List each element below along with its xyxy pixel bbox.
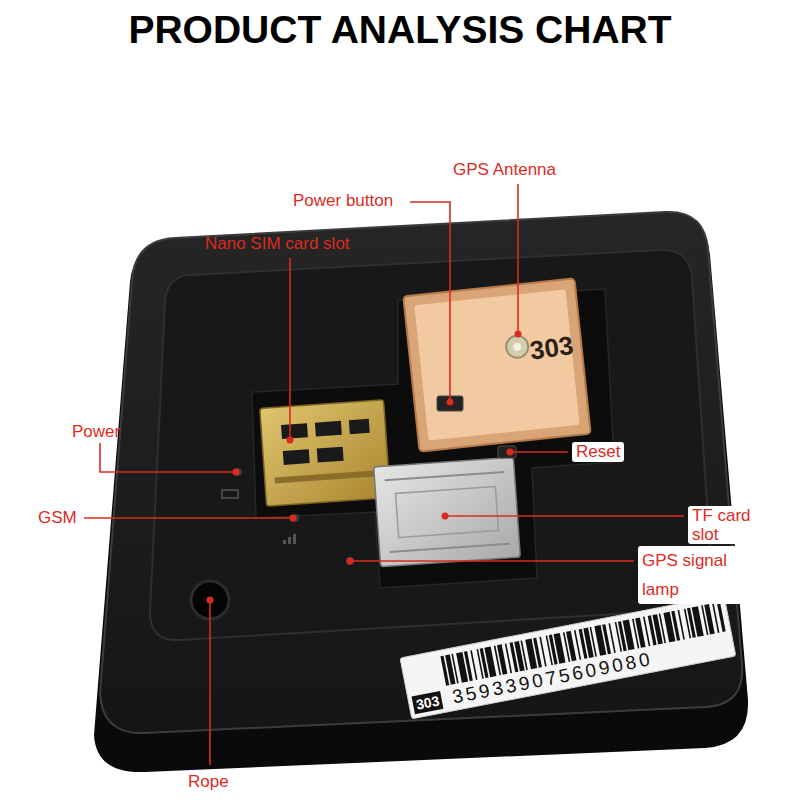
chart-title: PRODUCT ANALYSIS CHART — [0, 8, 800, 52]
barcode-model: 303 — [412, 691, 444, 714]
gps-antenna — [403, 278, 590, 451]
barcode-number: 359339075609080 — [450, 648, 654, 708]
barcode-bar — [445, 654, 455, 684]
antenna-marking: 303 — [528, 330, 575, 367]
barcode-bar — [692, 606, 704, 637]
callout-label: Rope — [188, 772, 229, 792]
callout-label: TF card slot — [688, 506, 782, 544]
callout-label: Reset — [572, 442, 624, 462]
barcode-bar — [678, 610, 685, 640]
barcode-label — [400, 595, 736, 719]
battery-icon — [222, 490, 238, 498]
barcode-bar — [553, 633, 565, 664]
tf-card-slot — [374, 457, 521, 567]
callout-label: GPS signal lamp — [638, 546, 754, 604]
leader-dots — [207, 331, 522, 604]
leader-lines — [84, 184, 684, 765]
barcode-bar — [583, 628, 593, 658]
callout-label: GSM — [38, 508, 77, 528]
callout-label: Nano SIM card slot — [205, 234, 350, 254]
barcode-text: 303 359339075609080 — [400, 595, 736, 719]
barcode-bar — [652, 614, 662, 644]
barcode-bar — [717, 602, 726, 632]
barcode-bar — [470, 650, 477, 680]
device-face — [100, 212, 742, 733]
callout-label: Power — [72, 422, 120, 442]
reset-button — [498, 446, 516, 458]
barcode-bar — [514, 641, 524, 671]
inner-panel — [150, 250, 712, 640]
barcode-bar — [608, 623, 615, 653]
gps-led — [346, 557, 354, 565]
callout-label: Power button — [293, 191, 393, 211]
callout-label: GPS Antenna — [453, 160, 556, 180]
signal-icon — [283, 534, 296, 544]
compartment — [252, 289, 614, 588]
barcode-bar — [623, 620, 635, 651]
barcode-bar — [484, 646, 496, 677]
barcode-bar — [539, 637, 546, 667]
sim-slot — [260, 400, 391, 506]
